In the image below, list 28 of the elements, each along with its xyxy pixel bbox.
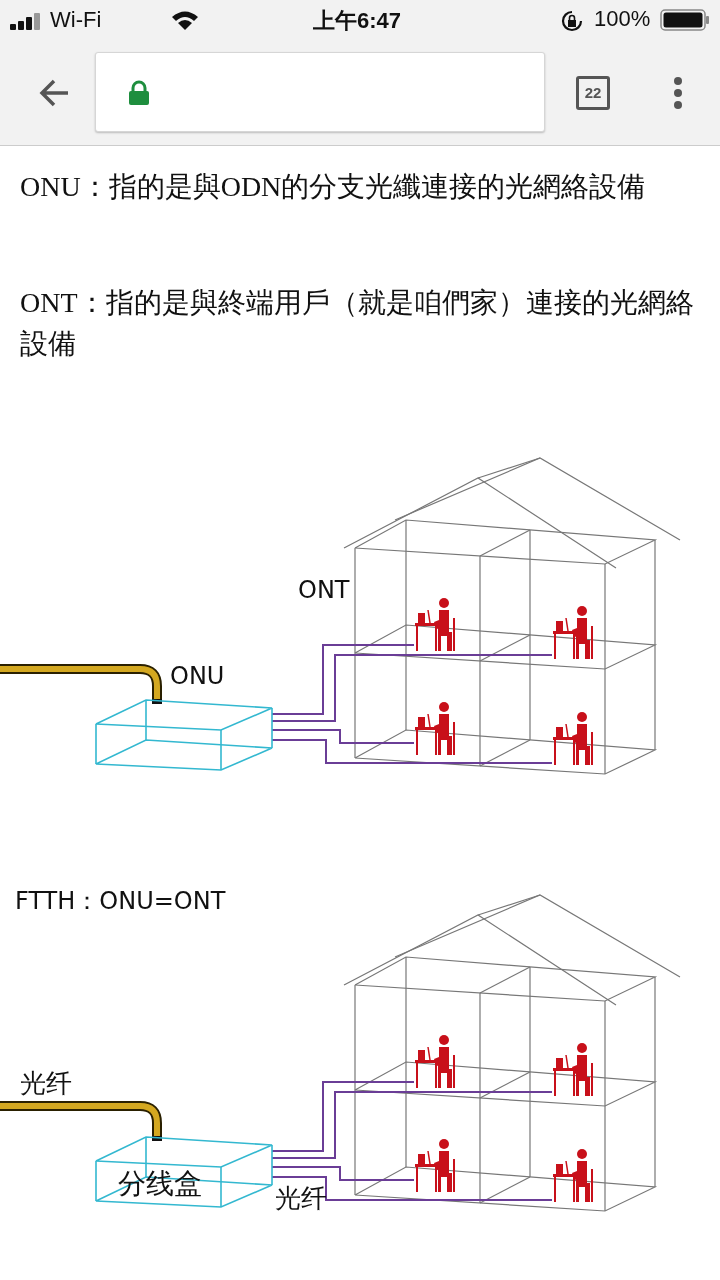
clock-text: 上午6:47 — [313, 7, 402, 35]
cable-label: 光纤 — [275, 1182, 327, 1215]
fiber-line — [271, 1166, 415, 1181]
person-at-desk-icon — [552, 1041, 596, 1097]
person-at-desk-icon — [414, 1137, 458, 1193]
fiber-line — [271, 654, 553, 722]
status-text: Wi-Fi — [50, 7, 102, 33]
fiber-line — [271, 1176, 553, 1201]
fiber-line — [271, 644, 415, 715]
battery-percent-text: 100% — [594, 6, 651, 32]
fiber-line — [271, 729, 415, 744]
person-at-desk-icon — [414, 1033, 458, 1089]
person-at-desk-icon — [552, 604, 596, 660]
person-at-desk-icon — [552, 710, 596, 766]
paragraph: ONU：指的是與ODN的分支光纖連接的光網絡設備 — [20, 170, 647, 204]
fiber-line — [271, 739, 553, 764]
figure-heading: FTTH：ONU=ONT — [15, 886, 226, 917]
person-at-desk-icon — [552, 1147, 596, 1203]
person-at-desk-icon — [414, 596, 458, 652]
tab-count-button: 22 — [576, 76, 610, 110]
paragraph: ONT：指的是與終端用戶（就是咱們家）連接的光網絡設備 — [20, 286, 695, 361]
fiber-line — [271, 1091, 553, 1159]
device-label: ONU — [170, 662, 225, 690]
device-box — [96, 700, 272, 770]
fiber-line — [271, 1081, 415, 1152]
cable-label: 光纤 — [20, 1067, 72, 1100]
person-at-desk-icon — [414, 700, 458, 756]
device-label: ONT — [298, 576, 350, 604]
